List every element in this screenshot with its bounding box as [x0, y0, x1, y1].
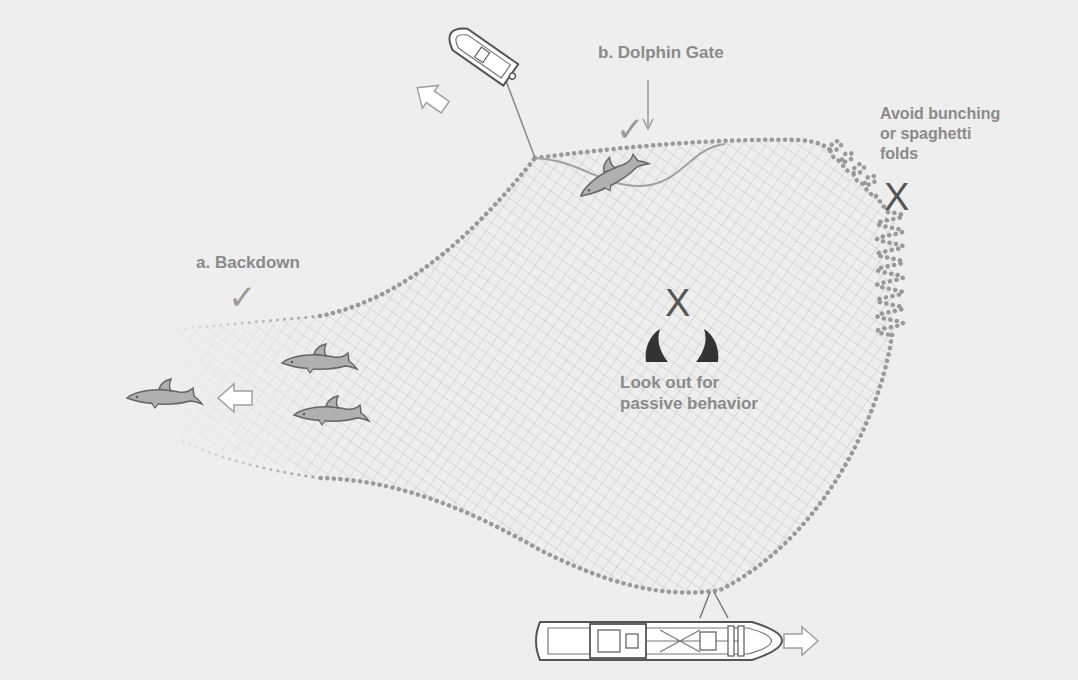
cork-line	[320, 158, 535, 316]
dolphin	[571, 142, 650, 205]
gate-pointer-head	[643, 119, 653, 129]
net-mesh	[150, 140, 895, 593]
status-mark: X	[884, 178, 909, 216]
dolphin	[294, 396, 369, 425]
skiff-boat	[444, 22, 523, 88]
seiner-boat	[536, 592, 782, 660]
tow-line	[505, 78, 535, 158]
dolphin	[282, 344, 357, 373]
annotation-label: Look out for passive behavior	[620, 372, 770, 415]
bunched-folds	[876, 196, 903, 335]
dolphin	[127, 379, 202, 408]
passive-dolphin	[696, 329, 718, 362]
annotation-label: Avoid bunching or spaghetti folds	[880, 104, 1010, 164]
direction-arrow	[784, 627, 818, 655]
gate-pointer	[647, 80, 649, 126]
cork-line	[320, 140, 903, 593]
annotation-label: b. Dolphin Gate	[598, 42, 724, 63]
backdown-corkline	[180, 440, 320, 478]
direction-arrow	[409, 76, 453, 118]
status-mark: ✓	[616, 112, 645, 146]
backdown-corkline	[160, 316, 320, 332]
passive-dolphin	[646, 329, 668, 362]
annotation-label: a. Backdown	[196, 252, 300, 273]
cork-line	[535, 140, 830, 158]
spaghetti-folds	[830, 141, 876, 196]
direction-arrow	[218, 384, 252, 412]
cork-line	[320, 335, 892, 593]
status-mark: ✓	[228, 280, 257, 314]
status-mark: X	[665, 284, 690, 322]
